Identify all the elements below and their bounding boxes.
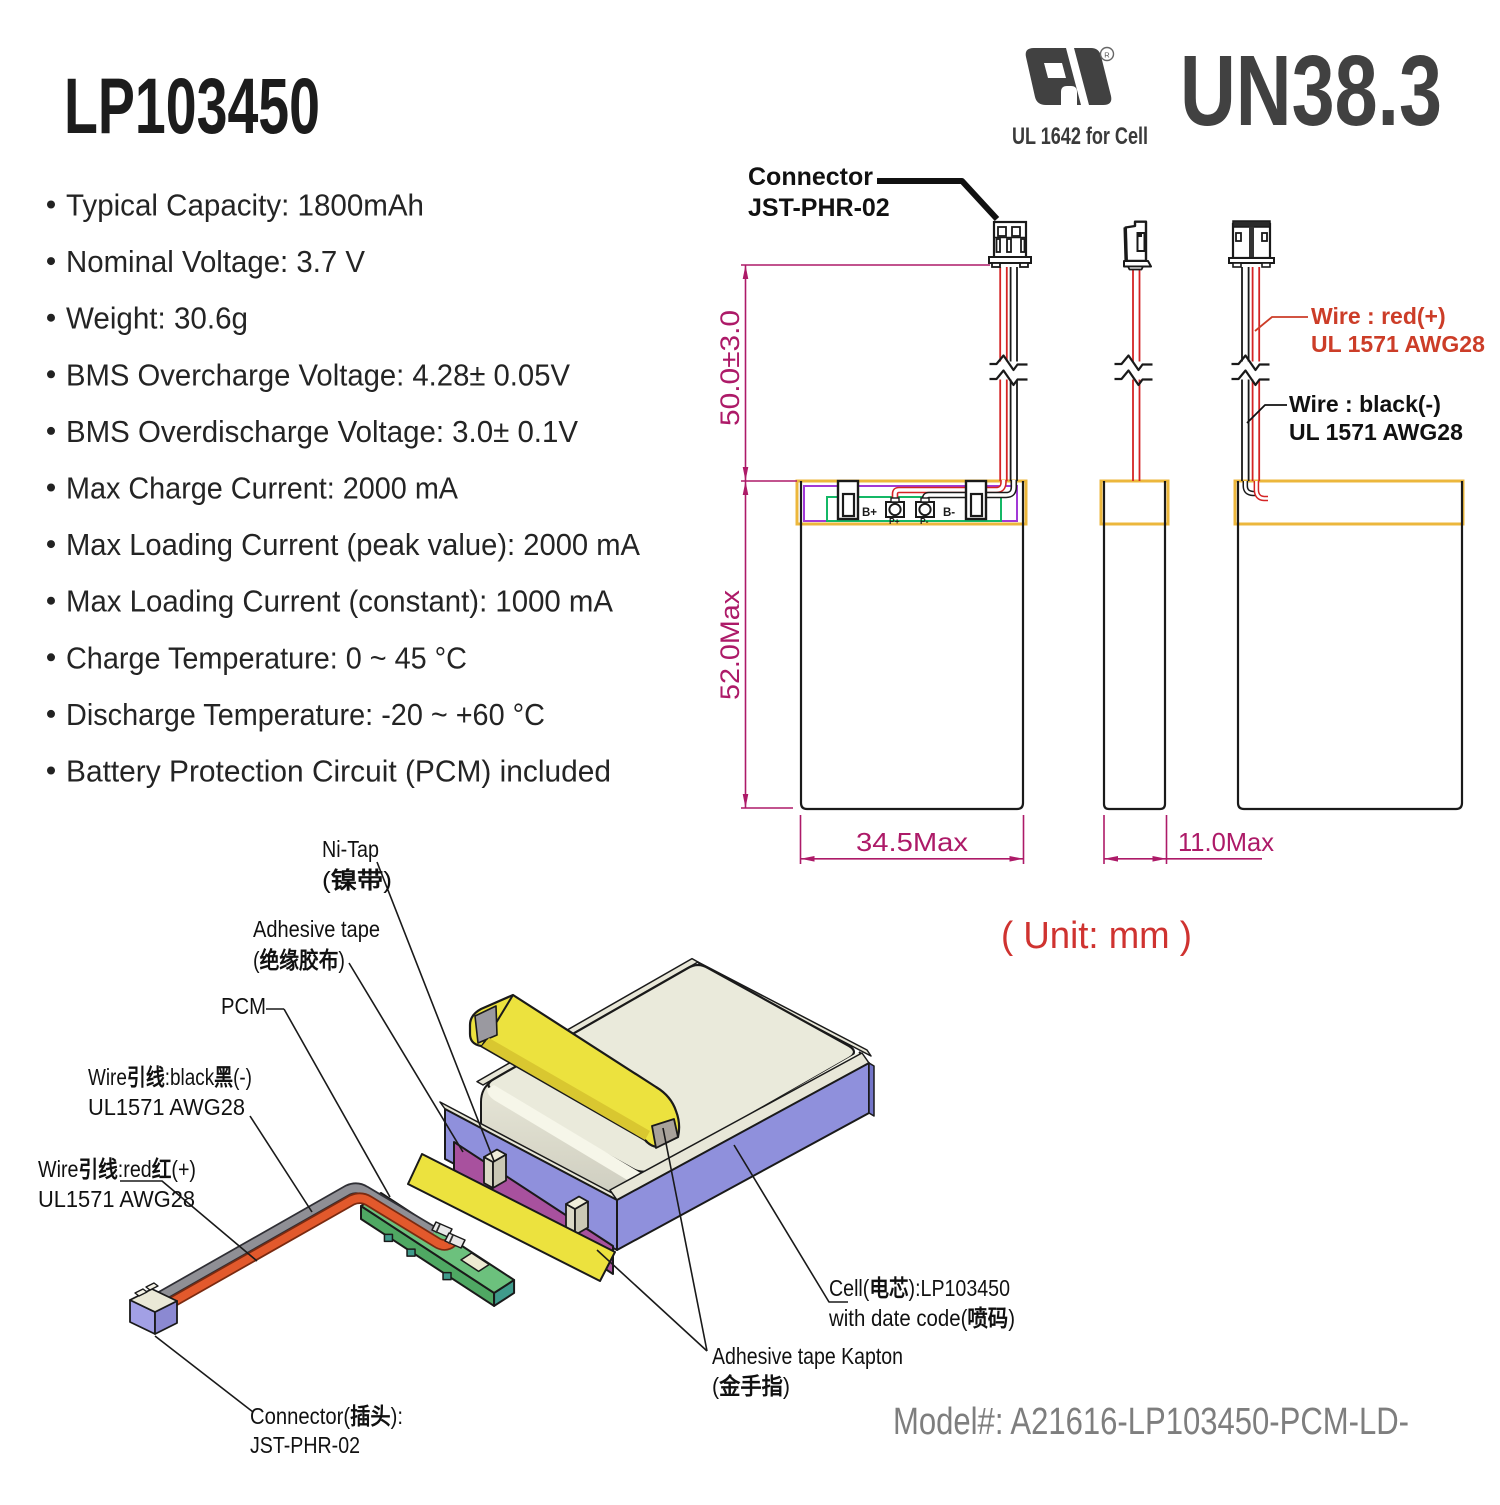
svg-text:Wire引线:red红(+): Wire引线:red红(+): [38, 1156, 196, 1182]
svg-text:Discharge Temperature: -20 ~ +: Discharge Temperature: -20 ~ +60 °C: [66, 697, 545, 732]
svg-text:Wire : black(-): Wire : black(-): [1289, 391, 1441, 417]
svg-text:Wire : red(+): Wire : red(+): [1311, 303, 1446, 329]
svg-text:P+: P+: [889, 516, 900, 526]
svg-text:UL 1571 AWG28: UL 1571 AWG28: [1289, 419, 1463, 445]
svg-text:B-: B-: [943, 507, 955, 519]
svg-text:JST-PHR-02: JST-PHR-02: [748, 194, 890, 222]
svg-text:BMS Overcharge Voltage: 4.28±: BMS Overcharge Voltage: 4.28± 0.05V: [66, 357, 570, 392]
svg-text:52.0Max: 52.0Max: [715, 589, 745, 700]
svg-text:Connector: Connector: [748, 163, 873, 191]
svg-text:( Unit: mm ): ( Unit: mm ): [1001, 915, 1192, 957]
svg-text:11.0Max: 11.0Max: [1178, 827, 1274, 857]
svg-text:UL1571 AWG28: UL1571 AWG28: [88, 1094, 245, 1120]
svg-text:Charge Temperature: 0 ~ 45 °C: Charge Temperature: 0 ~ 45 °C: [66, 640, 467, 675]
svg-text:(金手指): (金手指): [712, 1373, 790, 1399]
svg-text:R: R: [1104, 51, 1110, 60]
svg-text:UL 1571 AWG28: UL 1571 AWG28: [1311, 331, 1485, 357]
svg-text:34.5Max: 34.5Max: [856, 827, 968, 857]
svg-text:Max Charge Current: 2000 mA: Max Charge Current: 2000 mA: [66, 471, 458, 506]
svg-text:BMS Overdischarge Voltage: 3.0: BMS Overdischarge Voltage: 3.0± 0.1V: [66, 414, 578, 449]
svg-text:UL 1642 for Cell: UL 1642 for Cell: [1012, 123, 1148, 150]
svg-text:Typical Capacity: 1800mAh: Typical Capacity: 1800mAh: [66, 188, 424, 223]
svg-text:B+: B+: [862, 507, 877, 519]
svg-text:Wire引线:black黑(-): Wire引线:black黑(-): [88, 1064, 252, 1090]
svg-text:Model#: A21616-LP103450-PCM-LD: Model#: A21616-LP103450-PCM-LD-: [893, 1401, 1409, 1443]
svg-text:Cell(电芯):LP103450: Cell(电芯):LP103450: [829, 1275, 1010, 1301]
svg-text:Adhesive tape Kapton: Adhesive tape Kapton: [712, 1343, 903, 1369]
svg-text:Ni-Tap: Ni-Tap: [322, 836, 379, 862]
svg-text:50.0±3.0: 50.0±3.0: [715, 310, 745, 426]
svg-text:Nominal Voltage: 3.7 V: Nominal Voltage: 3.7 V: [66, 244, 365, 279]
svg-text:UL1571 AWG28: UL1571 AWG28: [38, 1186, 195, 1212]
svg-text:(绝缘胶布): (绝缘胶布): [253, 947, 345, 973]
svg-text:Connector(插头):: Connector(插头):: [250, 1403, 403, 1429]
svg-text:Max Loading Current (constant): Max Loading Current (constant): 1000 mA: [66, 584, 613, 619]
svg-text:Weight: 30.6g: Weight: 30.6g: [66, 301, 248, 336]
svg-text:PCM: PCM: [221, 993, 266, 1019]
svg-text:UN38.3: UN38.3: [1180, 35, 1442, 147]
svg-text:Battery Protection Circuit (PC: Battery Protection Circuit (PCM) include…: [66, 754, 611, 789]
svg-text:Adhesive tape: Adhesive tape: [253, 916, 380, 942]
svg-text:Max Loading Current (peak valu: Max Loading Current (peak value): 2000 m…: [66, 527, 640, 562]
svg-text:(镍带): (镍带): [322, 867, 392, 893]
svg-text:P-: P-: [920, 516, 929, 526]
svg-text:with date code(喷码): with date code(喷码): [828, 1305, 1015, 1331]
svg-text:JST-PHR-02: JST-PHR-02: [250, 1432, 360, 1458]
svg-text:LP103450: LP103450: [64, 61, 320, 150]
